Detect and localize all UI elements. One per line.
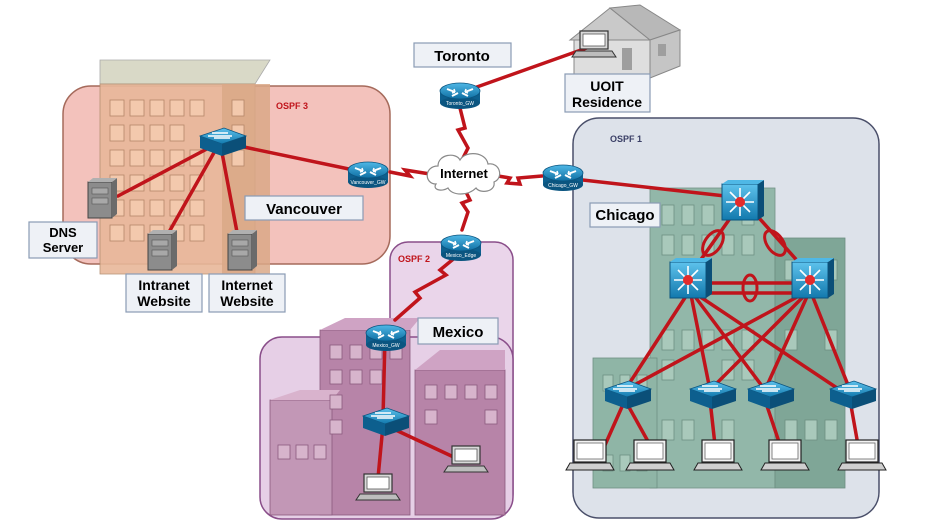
vancouver-label-box: Vancouver	[244, 195, 364, 221]
internet-website-label-box: Internet Website	[208, 273, 286, 313]
intranet-server-icon	[147, 229, 178, 271]
intranet-website-label-line2: Website	[137, 293, 191, 309]
dns-server-label-line1: DNS	[49, 225, 77, 240]
ospf3-label: OSPF 3	[276, 101, 308, 111]
mexico-label: Mexico	[433, 324, 484, 341]
dns-server-label-box: DNS Server	[28, 221, 98, 259]
uoit-residence-label-line1: UOIT	[590, 78, 624, 94]
intranet-website-label-box: Intranet Website	[125, 273, 203, 313]
uoit-residence-label-box: UOIT Residence	[564, 73, 651, 113]
chicago-distribution-switch-icon	[669, 257, 713, 299]
internet-website-label-line2: Website	[220, 293, 274, 309]
chicago-core-switch-icon	[721, 179, 765, 221]
ospf2-label: OSPF 2	[398, 254, 430, 264]
uoit-residence-label-line2: Residence	[572, 94, 642, 110]
internet-cloud: Internet	[426, 153, 501, 195]
chicago-label-box: Chicago	[589, 202, 661, 228]
mexico-label-box: Mexico	[417, 317, 499, 345]
mexico-edge-router-label: Mexico_Edge	[446, 253, 477, 259]
toronto-router-label: Toronto_GW	[446, 101, 474, 107]
chicago-distribution-switch-icon	[791, 257, 835, 299]
chicago-router-label: Chicago_GW	[548, 183, 578, 189]
ospf1-label: OSPF 1	[610, 134, 642, 144]
vancouver-router-label: Vancouver_GW	[351, 180, 386, 186]
dns-server-label-line2: Server	[43, 240, 83, 255]
chicago-label: Chicago	[595, 207, 654, 224]
etherchannel-rings	[701, 229, 787, 303]
internet-server-icon	[227, 229, 258, 271]
toronto-label-box: Toronto	[413, 42, 512, 68]
internet-label: Internet	[440, 166, 488, 181]
dns-server-icon	[87, 177, 118, 219]
intranet-website-label-line1: Intranet	[138, 277, 190, 293]
vancouver-label: Vancouver	[266, 201, 342, 218]
toronto-label: Toronto	[434, 48, 490, 65]
mexico-gw-router-label: Mexico_GW	[372, 343, 400, 349]
internet-website-label-line1: Internet	[221, 277, 273, 293]
